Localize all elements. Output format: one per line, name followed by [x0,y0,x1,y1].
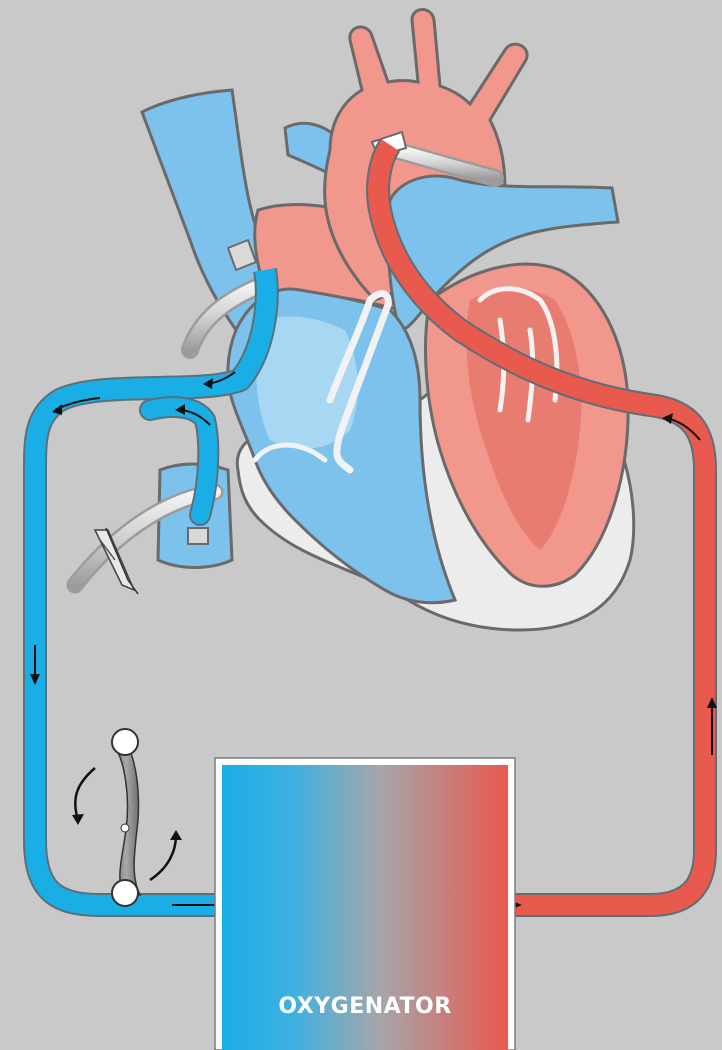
oxygenator-label: OXYGENATOR [222,994,508,1019]
roller-pump-icon[interactable] [72,729,182,906]
